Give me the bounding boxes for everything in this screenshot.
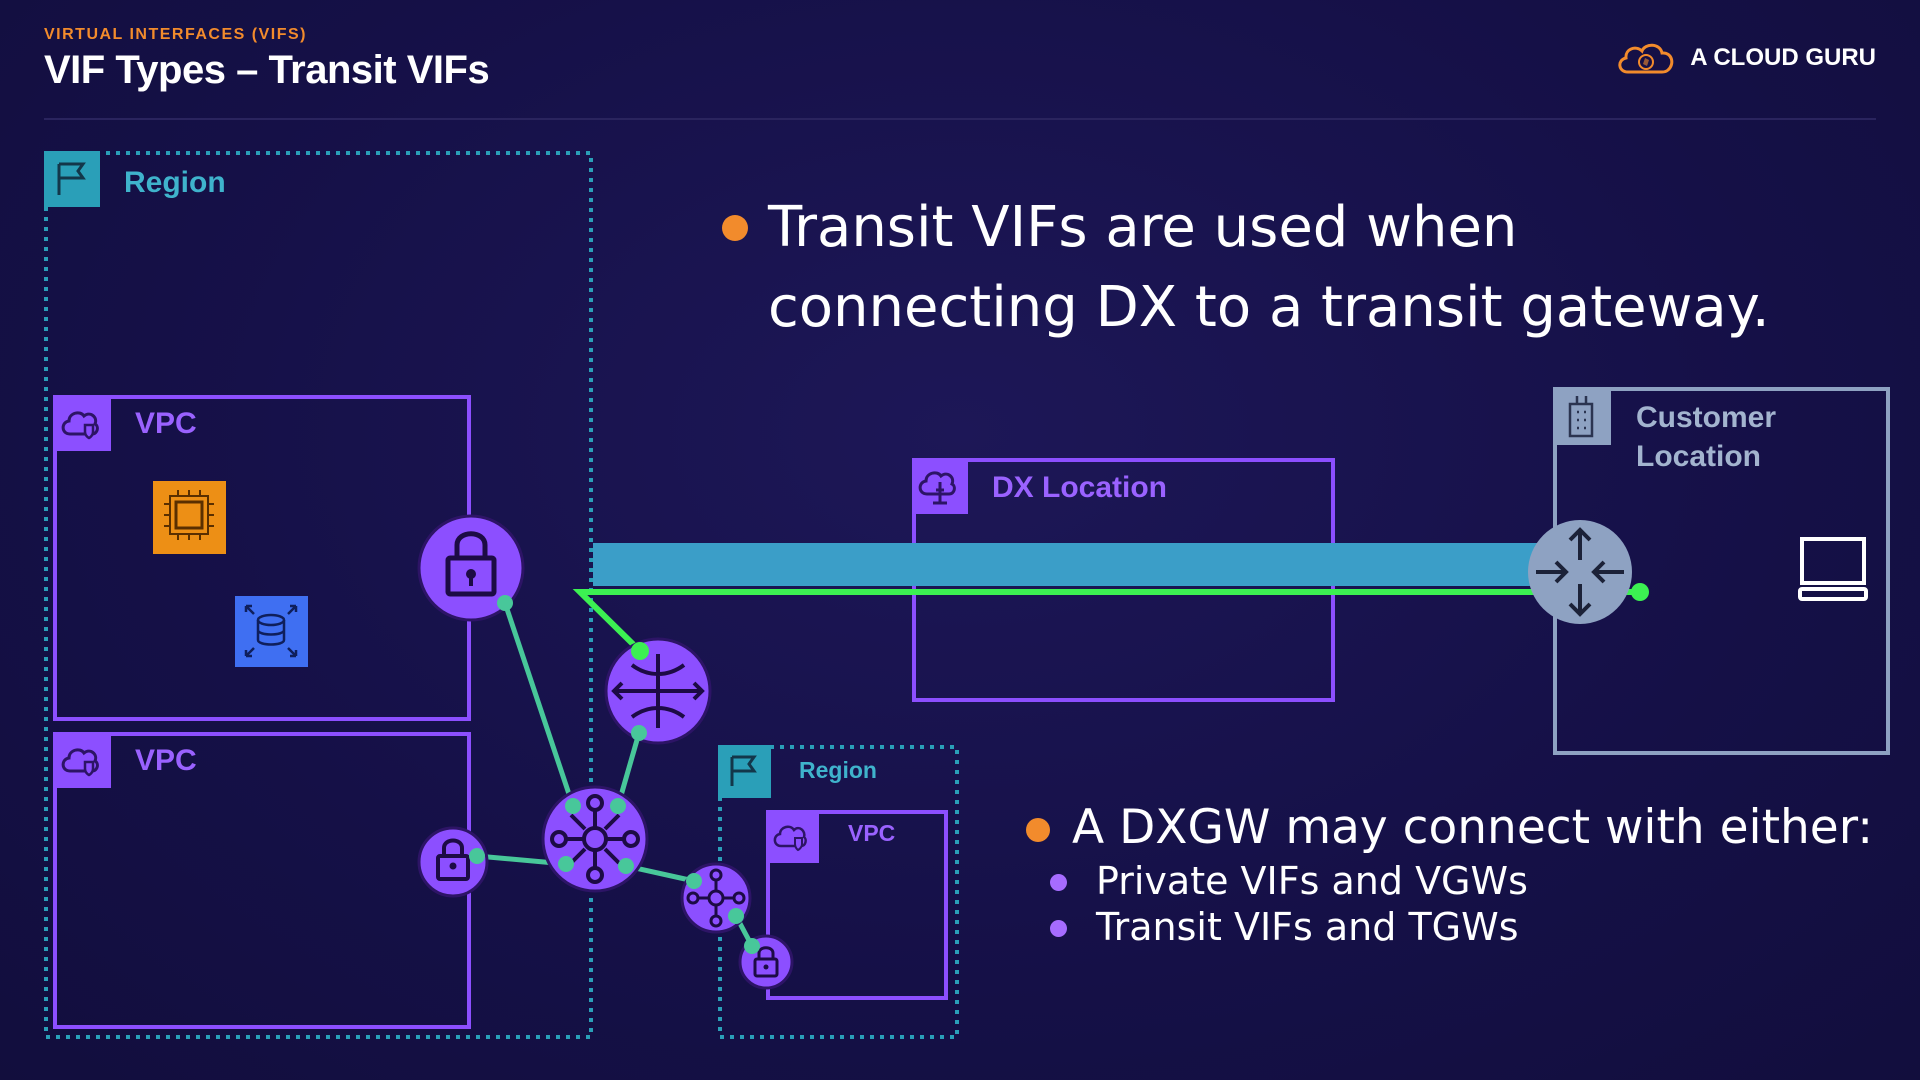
mesh-node (744, 938, 760, 954)
sub-bullet-dot (1050, 920, 1067, 937)
bullet-text-line2: connecting DX to a transit gateway. (768, 275, 1770, 340)
brand-logo: A CLOUD GURU (1614, 38, 1876, 78)
chip-icon (153, 481, 226, 554)
database-scaling-icon (235, 596, 308, 667)
bullet-text-line1: Transit VIFs are used when (768, 195, 1518, 260)
page-title: VIF Types – Transit VIFs (44, 48, 490, 92)
transit-vif-link (572, 589, 1640, 654)
sub-bullet-text: Private VIFs and VGWs (1096, 859, 1528, 903)
dx-location-icon (912, 458, 968, 514)
section-eyebrow: VIRTUAL INTERFACES (VIFS) (44, 26, 307, 43)
link-endpoint (1631, 583, 1649, 601)
mesh-node (469, 848, 485, 864)
vpc-bottom-box (53, 732, 471, 1029)
region-main-label: Region (124, 166, 226, 199)
bullet-item: A DXGW may connect with either: (1024, 798, 1904, 858)
dx-location-label: DX Location (992, 471, 1167, 504)
mesh-node (728, 908, 744, 924)
lock-icon (417, 514, 525, 622)
building-icon (1553, 387, 1611, 445)
cloud-shield-icon (53, 395, 111, 451)
region-main-box (44, 151, 593, 1039)
mesh-node (497, 595, 513, 611)
vpc-top-box (53, 395, 471, 721)
flag-icon (718, 745, 771, 798)
region-small-box (718, 745, 959, 1039)
header-divider (44, 118, 1876, 120)
top-bullet-list: Transit VIFs are used when connecting DX… (720, 188, 1820, 348)
lock-icon (417, 826, 489, 898)
direct-connect-gateway-icon (604, 637, 712, 745)
vpc-small-box (766, 810, 948, 1000)
mesh-node (631, 725, 647, 741)
bullet-item: Transit VIFs are used when connecting DX… (720, 188, 1820, 348)
customer-location-label-line2: Location (1636, 440, 1761, 473)
sub-bullet-dot (1050, 874, 1067, 891)
cloud-shield-icon (766, 810, 819, 863)
mesh-node (631, 642, 649, 660)
flag-icon (44, 151, 100, 207)
vpc-bottom-label: VPC (135, 744, 197, 777)
sub-bullet-item: Transit VIFs and TGWs (1024, 904, 1904, 950)
bullet-text: A DXGW may connect with either: (1072, 800, 1874, 855)
customer-location-label-line1: Customer (1636, 401, 1776, 434)
mesh-node (686, 873, 702, 889)
laptop-icon (1798, 537, 1868, 601)
bullet-dot (722, 215, 748, 241)
mesh-node (558, 856, 574, 872)
bottom-bullet-list: A DXGW may connect with either: Private … (1024, 798, 1904, 950)
vpc-top-label: VPC (135, 407, 197, 440)
brand-name: A CLOUD GURU (1690, 44, 1876, 71)
sub-bullet-item: Private VIFs and VGWs (1024, 858, 1904, 904)
transit-gateway-hub-icon (541, 785, 649, 893)
router-icon (1528, 520, 1632, 624)
cloud-shield-icon (53, 732, 111, 788)
region-small-label: Region (799, 757, 877, 783)
dx-connection-bar (593, 543, 1578, 586)
cloud-logo-icon (1618, 43, 1674, 74)
mesh-node (618, 858, 634, 874)
mesh-node (610, 798, 626, 814)
mesh-node (565, 798, 581, 814)
vpc-small-label: VPC (848, 820, 895, 846)
sub-bullet-text: Transit VIFs and TGWs (1096, 905, 1519, 949)
bullet-dot (1026, 818, 1050, 842)
